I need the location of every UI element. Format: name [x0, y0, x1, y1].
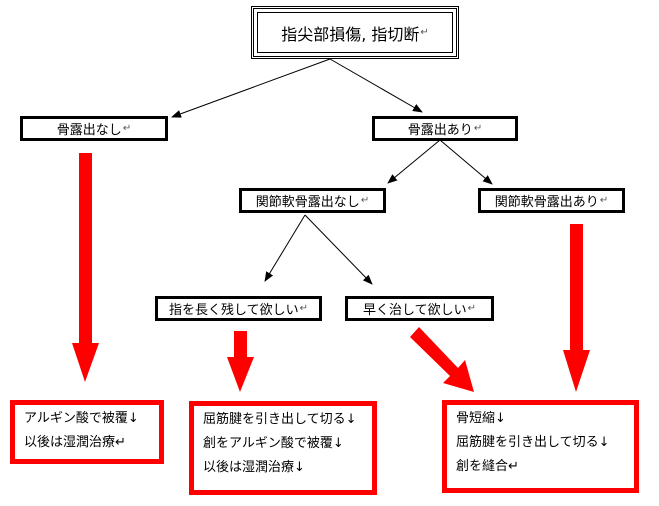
joint-box: 関節軟骨露出あり↵: [478, 188, 625, 213]
wish-fast-label: 早く治して欲しい: [362, 303, 467, 318]
arrow-title-to-no-bone: [171, 58, 331, 118]
result-line: 創をアルギン酸で被覆↓: [203, 436, 344, 451]
title-box: 指尖部損傷, 指切断↵: [251, 6, 459, 59]
arrow-bone-to-joint: [439, 139, 493, 185]
no-bone-label: 骨露出なし: [56, 123, 122, 138]
result-line: 創を縫合↵: [456, 459, 519, 474]
red-arrow-fast: [410, 327, 474, 392]
result-line: 骨短縮↓: [456, 411, 506, 426]
arrow-no-joint-to-long: [264, 214, 306, 282]
return-mark: ↵: [467, 303, 476, 314]
no-joint-box: 関節軟骨露出なし↵: [239, 188, 386, 213]
result-line: 屈筋腱を引き出して切る↓: [203, 412, 357, 427]
result-line: 以後は湿潤治療↵: [24, 435, 126, 450]
arrow-title-to-bone: [329, 58, 423, 113]
joint-label: 関節軟骨露出あり: [494, 195, 599, 210]
return-mark: ↵: [473, 123, 483, 134]
wish-long-label: 指を長く残して欲しい: [168, 303, 299, 318]
return-mark: ↵: [360, 195, 370, 206]
title-text: 指尖部損傷, 指切断: [281, 24, 420, 44]
red-arrow-joint: [563, 224, 590, 392]
result-fast-or-joint: 骨短縮↓ 屈筋腱を引き出して切る↓ 創を縫合↵: [442, 400, 639, 493]
wish-fast-box: 早く治して欲しい↵: [345, 296, 494, 321]
result-no-bone: アルギン酸で被覆↓ 以後は湿潤治療↵: [10, 400, 164, 464]
red-arrow-long: [227, 331, 254, 392]
bone-box: 骨露出あり↵: [372, 116, 518, 141]
red-arrow-no-bone: [72, 153, 99, 382]
bone-label: 骨露出あり: [407, 123, 473, 138]
arrow-bone-to-no-joint: [387, 139, 441, 184]
result-line: アルギン酸で被覆↓: [24, 411, 139, 426]
result-line: 屈筋腱を引き出して切る↓: [456, 435, 610, 450]
return-mark: ↵: [122, 123, 132, 134]
return-mark: ↵: [599, 195, 609, 206]
no-joint-label: 関節軟骨露出なし: [255, 195, 360, 210]
result-line: 以後は湿潤治療↓: [203, 460, 305, 475]
wish-long-box: 指を長く残して欲しい↵: [155, 296, 322, 321]
result-long: 屈筋腱を引き出して切る↓ 創をアルギン酸で被覆↓ 以後は湿潤治療↓: [189, 401, 377, 495]
return-mark: ↵: [299, 303, 308, 314]
arrow-no-joint-to-fast: [304, 214, 373, 285]
no-bone-box: 骨露出なし↵: [20, 116, 168, 141]
return-mark: ↵: [420, 27, 429, 38]
